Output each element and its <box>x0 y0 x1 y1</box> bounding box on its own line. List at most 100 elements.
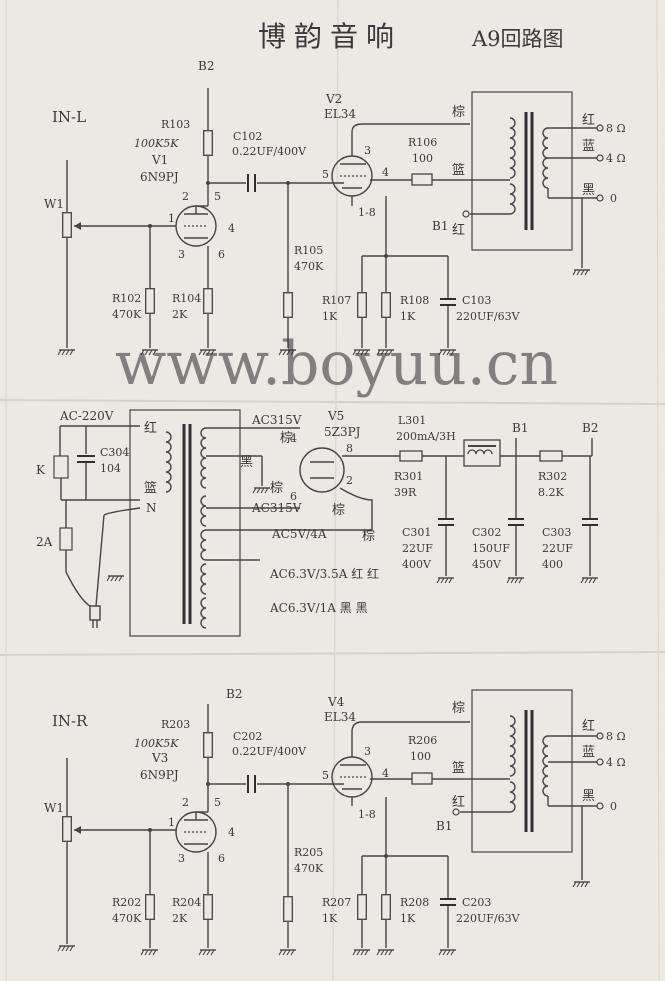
out-red-right: 红 <box>582 718 595 734</box>
r203-resistor <box>203 732 213 758</box>
l301-label: L301 <box>398 414 426 427</box>
v4-cathode-pin: 3 <box>364 745 371 758</box>
ground-symbol <box>57 349 76 356</box>
ac63-35a-label: AC6.3V/3.5A 红 红 <box>269 566 379 581</box>
r206-label: R206 <box>408 734 437 747</box>
wire-blue-label: 篮 <box>452 163 465 178</box>
v5-rectifier-tube <box>299 447 345 493</box>
v2-screen-pin: 4 <box>382 166 389 179</box>
wiper-arrow-icon <box>74 222 81 230</box>
v5-type: 5Z3PJ <box>324 425 361 439</box>
r102-label: R102 <box>112 292 141 305</box>
v2-heater-pins: 1-8 <box>358 206 376 219</box>
r204-value: 2K <box>172 912 188 925</box>
r206-value: 100 <box>410 750 431 763</box>
c302-label: C302 <box>472 526 501 539</box>
v3-pin2: 2 <box>182 796 189 809</box>
r207-resistor <box>357 894 367 920</box>
tap-4-ohm: 4 Ω <box>606 152 626 165</box>
r107-label: R107 <box>322 294 351 307</box>
v3-label: V3 <box>151 751 168 765</box>
ground-symbol <box>252 487 271 494</box>
v1-type: 6N9PJ <box>140 170 179 184</box>
wire-brown-label: 棕 <box>452 105 465 120</box>
c102-value: 0.22UF/400V <box>232 145 307 158</box>
ground-symbol <box>140 949 159 956</box>
heater-winding <box>200 563 207 595</box>
r302-resistor <box>539 450 563 462</box>
r202-label: R202 <box>112 896 141 909</box>
wiper-arrow-icon <box>74 826 81 834</box>
r108-resistor <box>381 292 391 318</box>
v1-pin4: 4 <box>228 222 235 235</box>
neutral-label: N <box>146 501 157 515</box>
l301-value: 200mA/3H <box>396 430 456 443</box>
v5-pin2: 2 <box>346 474 353 487</box>
output-transformer-frame <box>471 91 573 251</box>
brown-bottom: 棕 <box>332 503 345 518</box>
c202-label: C202 <box>233 730 262 743</box>
v4-heater-pins: 1-8 <box>358 808 376 821</box>
c103-label: C103 <box>462 294 491 307</box>
r105-label: R105 <box>294 244 323 257</box>
ht-winding <box>200 427 207 489</box>
c301-value: 22UF <box>402 542 433 555</box>
power-supply-stage: AC-220V K C304 104 2A N 红 篮 <box>36 409 599 637</box>
ground-symbol <box>506 577 525 584</box>
b2-right-label: B2 <box>226 687 242 701</box>
ac5v-label: AC5V/4A <box>271 527 327 541</box>
fuse-label: 2A <box>36 535 53 549</box>
circuit-title: A9回路图 <box>471 27 564 51</box>
r106-label: R106 <box>408 136 437 149</box>
primary-winding <box>509 183 516 215</box>
r107-value: 1K <box>322 310 338 323</box>
b2-supply-label: B2 <box>582 421 598 435</box>
v5-pin6: 6 <box>290 490 297 503</box>
v2-label: V2 <box>325 92 342 106</box>
c301-voltage: 400V <box>402 558 432 571</box>
power-transformer-frame <box>129 409 241 637</box>
rectifier-heater-winding <box>200 529 207 561</box>
v5-label: V5 <box>327 409 344 423</box>
v1-pin1: 1 <box>168 212 175 225</box>
c202-value: 0.22UF/400V <box>232 745 307 758</box>
r106-value: 100 <box>412 152 433 165</box>
right-channel-stage: IN-R W1 1 R202 470K V3 6N9PJ 2 5 3 4 6 B… <box>44 687 626 956</box>
ground-symbol <box>572 881 591 888</box>
r202-resistor <box>145 894 155 920</box>
ground-symbol <box>580 577 599 584</box>
power-switch <box>53 455 69 479</box>
r104-label: R104 <box>172 292 201 305</box>
tap-8-ohm-right: 8 Ω <box>606 730 626 743</box>
primary-winding <box>509 117 516 179</box>
ground-symbol <box>278 949 297 956</box>
r301-resistor <box>399 450 423 462</box>
r102-value: 470K <box>112 308 142 321</box>
tap-8-ohm: 8 Ω <box>606 122 626 135</box>
v2-grid-pin: 5 <box>322 168 329 181</box>
brown-top: 棕 <box>280 431 293 446</box>
ac315-top: AC315V <box>251 413 302 427</box>
v4-grid-pin: 5 <box>322 769 329 782</box>
c303-value: 22UF <box>542 542 573 555</box>
out-red-label: 红 <box>582 112 595 128</box>
primary-blue-label: 篮 <box>144 481 157 496</box>
ground-symbol <box>572 269 591 276</box>
v1-pin3: 3 <box>178 248 185 261</box>
w1-potentiometer <box>62 212 72 238</box>
v3-pin3: 3 <box>178 852 185 865</box>
heater-winding <box>200 597 207 629</box>
c103-value: 220UF/63V <box>456 310 521 323</box>
l301-choke <box>463 439 501 467</box>
v1-pin2: 2 <box>182 190 189 203</box>
wire-red-label: 红 <box>452 222 465 238</box>
v3-pin4: 4 <box>228 826 235 839</box>
ac-input-label: AC-220V <box>59 409 114 423</box>
out-blue-right: 蓝 <box>582 745 595 760</box>
out-black-right: 黑 <box>582 789 595 804</box>
r108-label: R108 <box>400 294 429 307</box>
r205-resistor <box>283 896 293 922</box>
primary-red-label: 红 <box>144 420 157 436</box>
r204-label: R204 <box>172 896 201 909</box>
